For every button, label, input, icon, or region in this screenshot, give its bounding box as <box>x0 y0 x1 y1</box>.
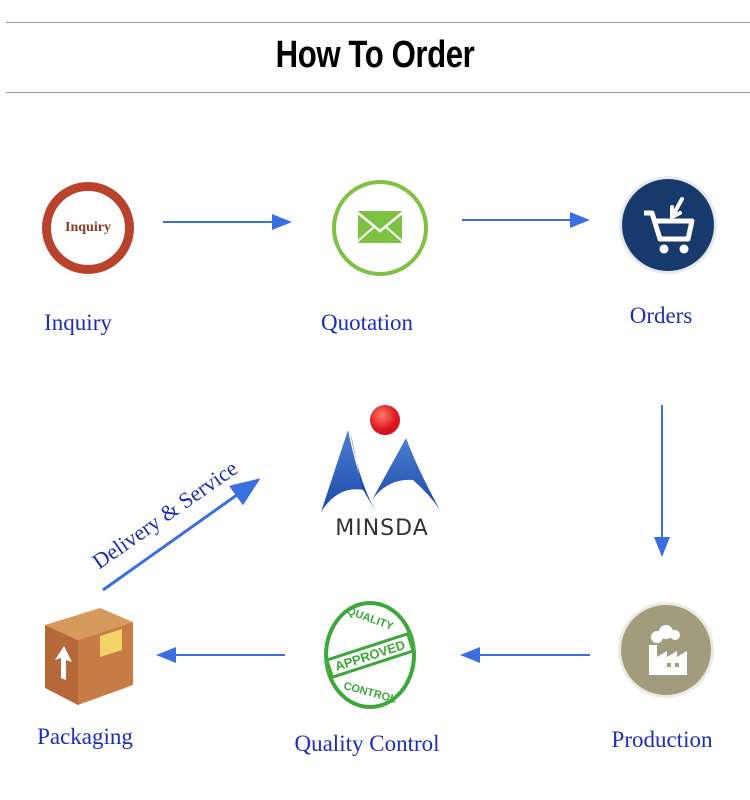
top-divider <box>6 22 750 23</box>
quotation-label: Quotation <box>321 310 413 335</box>
envelope-icon <box>357 211 403 243</box>
cardboard-box-icon <box>45 608 133 705</box>
approved-stamp-icon: QUALITY APPROVED CONTROL <box>324 601 416 709</box>
shopping-cart-icon <box>644 197 695 254</box>
inquiry-label: Inquiry <box>44 310 112 335</box>
production-label: Production <box>611 727 713 752</box>
orders-circle <box>622 179 714 271</box>
mountain-logo-icon <box>321 405 440 512</box>
logo-text: MINSDA <box>335 516 429 541</box>
quotation-circle <box>332 180 428 276</box>
quality-control-label: Quality Control <box>294 731 440 756</box>
orders-label: Orders <box>629 303 693 328</box>
packaging-label: Packaging <box>37 724 133 749</box>
stamp-mid-text: APPROVED <box>324 631 416 680</box>
bottom-divider <box>6 92 750 93</box>
page-title: How To Order <box>275 34 475 76</box>
arrow-delivery <box>102 478 261 592</box>
production-circle <box>621 605 711 695</box>
minsda-logo: MINSDA <box>318 400 446 545</box>
inquiry-ring-icon: Inquiry <box>42 182 134 274</box>
inquiry-icon-text: Inquiry <box>65 220 111 235</box>
factory-icon <box>649 625 687 675</box>
